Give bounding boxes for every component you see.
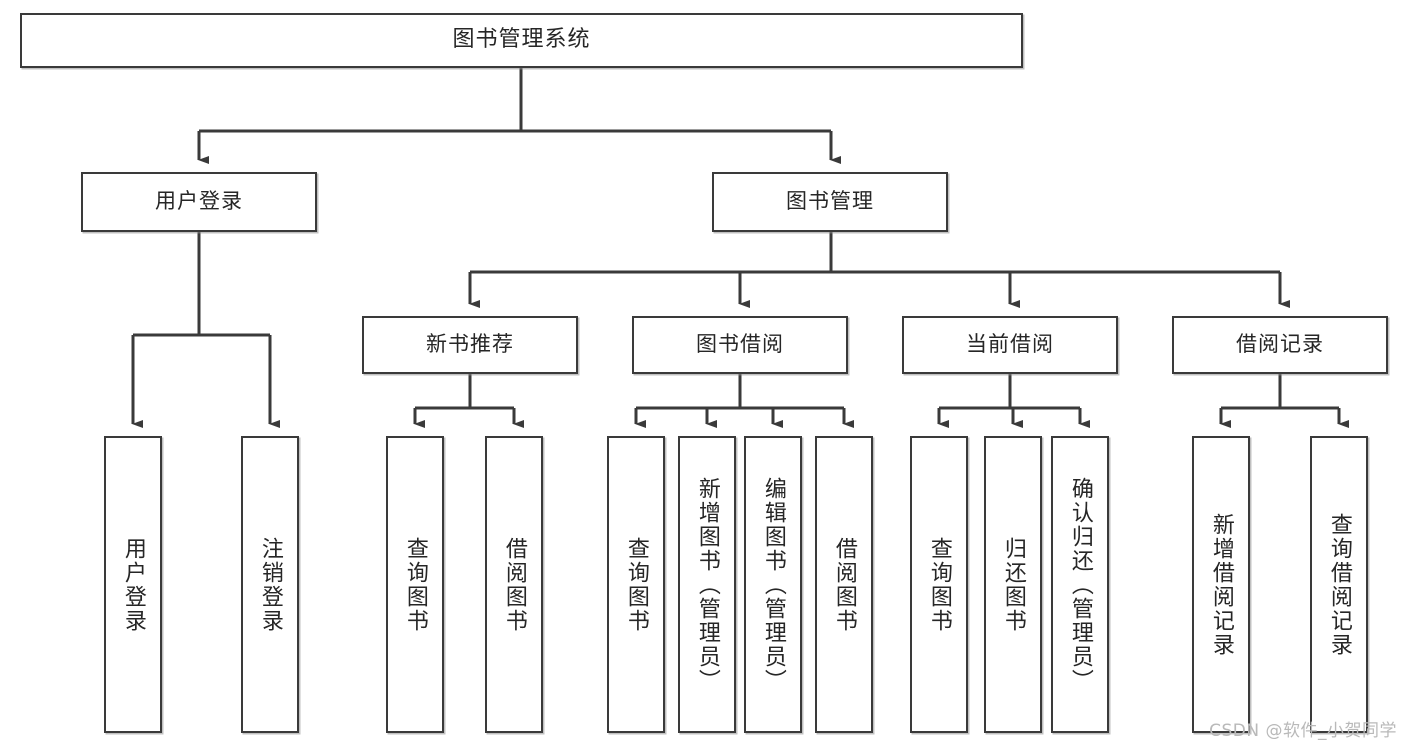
node-leaf-logout-label: 注销登录 <box>257 536 283 633</box>
node-book-borrow-label: 图书借阅 <box>696 332 784 357</box>
node-leaf-query-book-2[interactable]: 查询图书 <box>607 436 665 733</box>
node-book-manage-label: 图书管理 <box>786 189 874 214</box>
node-leaf-borrow-book-1-label: 借阅图书 <box>501 536 527 633</box>
node-leaf-user-login-label: 用户登录 <box>120 536 146 633</box>
node-leaf-borrow-book-1[interactable]: 借阅图书 <box>485 436 543 733</box>
node-leaf-query-book-1[interactable]: 查询图书 <box>386 436 444 733</box>
node-current-borrow-label: 当前借阅 <box>966 332 1054 357</box>
node-leaf-edit-book[interactable]: 编辑图书（管理员） <box>744 436 802 733</box>
node-new-book-rec[interactable]: 新书推荐 <box>362 316 578 374</box>
node-current-borrow[interactable]: 当前借阅 <box>902 316 1118 374</box>
node-user-login[interactable]: 用户登录 <box>81 172 317 232</box>
node-new-book-rec-label: 新书推荐 <box>426 332 514 357</box>
node-leaf-add-book-label: 新增图书（管理员） <box>694 476 720 693</box>
node-leaf-confirm-return[interactable]: 确认归还（管理员） <box>1051 436 1109 733</box>
node-root-label: 图书管理系统 <box>452 27 591 53</box>
node-leaf-edit-book-label: 编辑图书（管理员） <box>760 476 786 693</box>
node-leaf-query-book-3-label: 查询图书 <box>926 536 952 633</box>
node-borrow-record-label: 借阅记录 <box>1236 332 1324 357</box>
node-leaf-query-book-2-label: 查询图书 <box>623 536 649 633</box>
node-leaf-add-record-label: 新增借阅记录 <box>1208 512 1234 657</box>
node-leaf-user-login[interactable]: 用户登录 <box>104 436 162 733</box>
node-leaf-add-book[interactable]: 新增图书（管理员） <box>678 436 736 733</box>
node-borrow-record[interactable]: 借阅记录 <box>1172 316 1388 374</box>
node-book-borrow[interactable]: 图书借阅 <box>632 316 848 374</box>
node-book-manage[interactable]: 图书管理 <box>712 172 948 232</box>
node-leaf-query-record-label: 查询借阅记录 <box>1326 512 1352 657</box>
node-leaf-query-book-3[interactable]: 查询图书 <box>910 436 968 733</box>
node-leaf-return-book[interactable]: 归还图书 <box>984 436 1042 733</box>
node-leaf-borrow-book-2-label: 借阅图书 <box>831 536 857 633</box>
node-leaf-add-record[interactable]: 新增借阅记录 <box>1192 436 1250 733</box>
node-leaf-borrow-book-2[interactable]: 借阅图书 <box>815 436 873 733</box>
node-leaf-query-record[interactable]: 查询借阅记录 <box>1310 436 1368 733</box>
node-leaf-query-book-1-label: 查询图书 <box>402 536 428 633</box>
node-leaf-confirm-return-label: 确认归还（管理员） <box>1067 476 1093 693</box>
node-leaf-return-book-label: 归还图书 <box>1000 536 1026 633</box>
node-root[interactable]: 图书管理系统 <box>20 13 1023 68</box>
watermark-text: CSDN @软件_小贺同学 <box>1209 721 1397 741</box>
node-leaf-logout[interactable]: 注销登录 <box>241 436 299 733</box>
node-user-login-label: 用户登录 <box>155 189 243 214</box>
